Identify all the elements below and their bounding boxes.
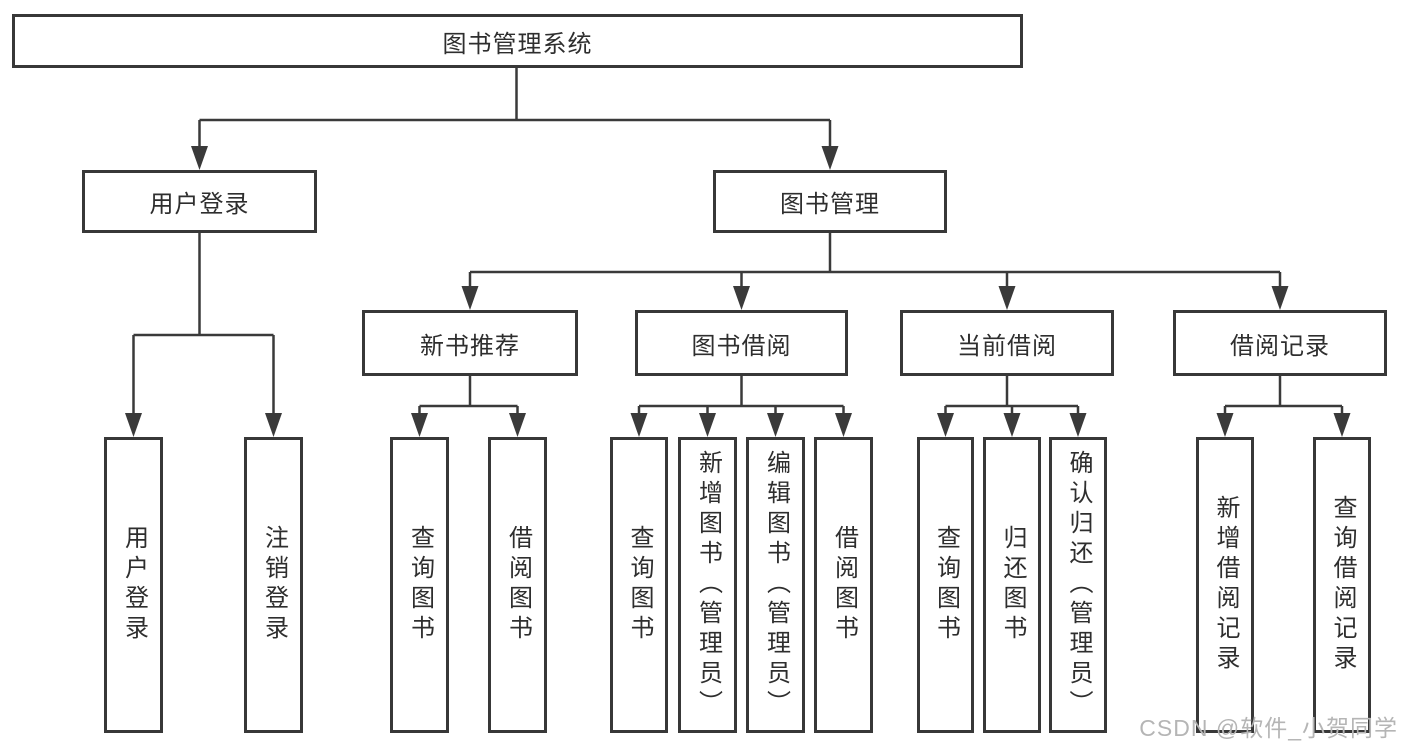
leaf-user-login-label: 用户登录 <box>120 525 148 645</box>
leaf-borrow-books: 借阅图书 <box>814 437 873 733</box>
leaf-query-books-recommend-label: 查询图书 <box>406 525 434 645</box>
node-user-login-label: 用户登录 <box>149 191 250 218</box>
node-new-book-recommend: 新书推荐 <box>362 310 578 376</box>
leaf-logout: 注销登录 <box>244 437 303 733</box>
leaf-query-books-current: 查询图书 <box>917 437 974 733</box>
leaf-return-book-label: 归还图书 <box>999 525 1026 645</box>
csdn-watermark: CSDN @软件_小贺同学 <box>1139 715 1398 741</box>
node-book-management-label: 图书管理 <box>780 191 880 218</box>
connector-root-to-level2 <box>198 68 832 148</box>
leaf-add-borrow-record: 新增借阅记录 <box>1196 437 1254 733</box>
leaf-borrow-books-label: 借阅图书 <box>830 525 858 645</box>
node-library-system-label: 图书管理系统 <box>442 30 593 58</box>
leaf-borrow-books-recommend-label: 借阅图书 <box>504 525 532 645</box>
leaf-logout-label: 注销登录 <box>260 525 288 645</box>
leaf-add-book-admin-label: 新增图书（管理员） <box>694 450 722 720</box>
node-book-borrow-label: 图书借阅 <box>691 332 792 360</box>
leaf-add-borrow-record-label: 新增借阅记录 <box>1212 495 1239 675</box>
node-current-borrow: 当前借阅 <box>900 310 1114 376</box>
leaf-edit-book-admin: 编辑图书（管理员） <box>746 437 805 733</box>
node-borrow-records: 借阅记录 <box>1173 310 1387 376</box>
leaf-query-books-borrow-label: 查询图书 <box>626 525 653 645</box>
node-book-borrow: 图书借阅 <box>635 310 848 376</box>
node-book-management: 图书管理 <box>713 170 947 233</box>
connector-borrowrecords-to-leaves <box>1223 376 1344 415</box>
leaf-query-books-recommend: 查询图书 <box>390 437 449 733</box>
leaf-add-book-admin: 新增图书（管理员） <box>678 437 737 733</box>
connector-newbook-to-leaves <box>418 376 519 415</box>
node-borrow-records-label: 借阅记录 <box>1230 332 1330 360</box>
leaf-edit-book-admin-label: 编辑图书（管理员） <box>762 450 790 720</box>
leaf-confirm-return-admin: 确认归还（管理员） <box>1049 437 1107 733</box>
leaf-query-books-current-label: 查询图书 <box>932 525 960 645</box>
leaf-query-borrow-record: 查询借阅记录 <box>1313 437 1371 733</box>
connector-bookmgmt-to-level3 <box>468 233 1282 288</box>
leaf-user-login: 用户登录 <box>104 437 163 733</box>
leaf-query-borrow-record-label: 查询借阅记录 <box>1329 495 1356 675</box>
leaf-confirm-return-admin-label: 确认归还（管理员） <box>1065 450 1092 720</box>
node-user-login: 用户登录 <box>82 170 317 233</box>
connector-bookborrow-to-leaves <box>637 376 845 415</box>
connector-userlogin-to-leaves <box>132 233 275 415</box>
arrowheads <box>125 146 1351 437</box>
leaf-query-books-borrow: 查询图书 <box>610 437 668 733</box>
leaf-borrow-books-recommend: 借阅图书 <box>488 437 547 733</box>
connector-currentborrow-to-leaves <box>944 376 1080 415</box>
leaf-return-book: 归还图书 <box>983 437 1041 733</box>
node-library-system: 图书管理系统 <box>12 14 1023 68</box>
node-new-book-recommend-label: 新书推荐 <box>420 332 520 360</box>
node-current-borrow-label: 当前借阅 <box>957 332 1057 360</box>
